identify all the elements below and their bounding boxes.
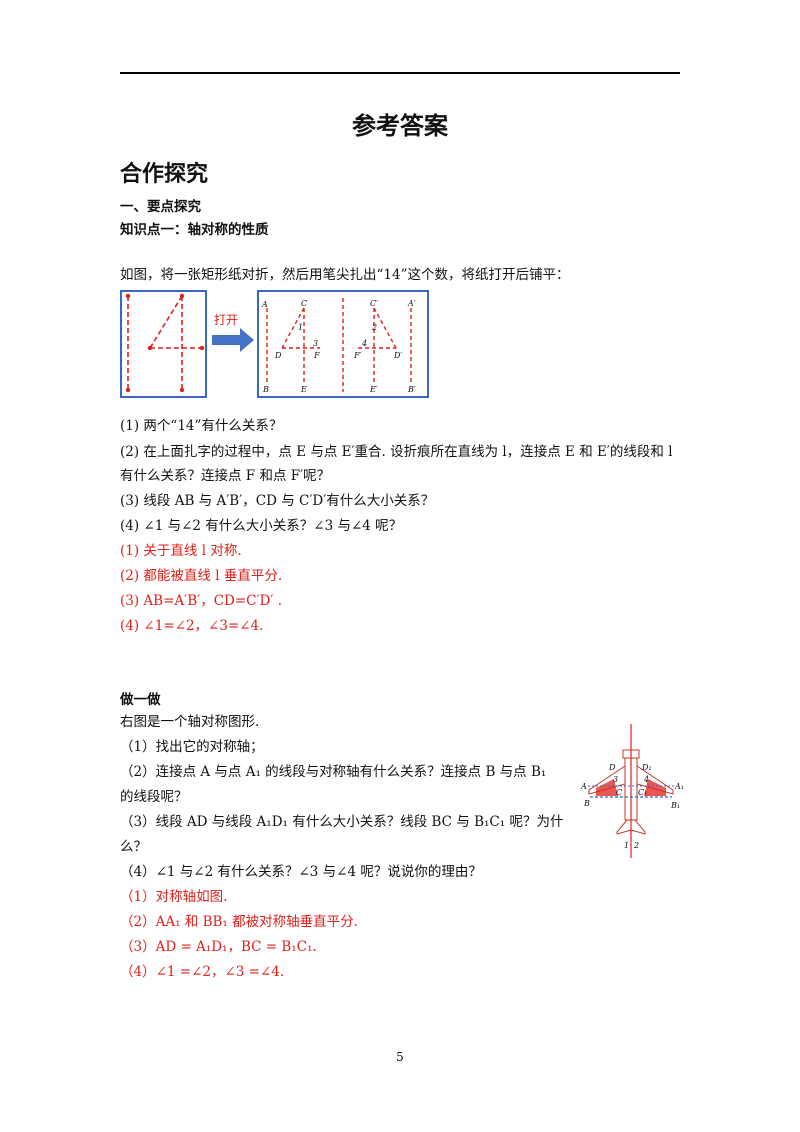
airplane-figure: D D₁ A A₁ B B₁ C C₁ 3 4 1 2: [580, 724, 684, 858]
plane-label-3: 3: [613, 775, 618, 784]
arrow-right-icon: [212, 328, 254, 352]
answer2-2: （2）AA₁ 和 BB₁ 都被对称轴垂直平分.: [120, 914, 358, 930]
plane-label-2: 2: [633, 841, 639, 850]
question-2: (2) 在上面扎字的过程中，点 E 与点 E′重合. 设折痕所在直线为 l，连接…: [120, 444, 673, 460]
plane-label-A: A: [580, 782, 587, 791]
label-C: C: [301, 299, 307, 308]
answer-2: (2) 都能被直线 l 垂直平分.: [120, 568, 283, 584]
label-B: B: [262, 385, 269, 394]
answer2-3: （3）AD = A₁D₁，BC = B₁C₁.: [120, 939, 317, 955]
question-4: (4) ∠1 与∠2 有什么大小关系？∠3 与∠4 呢？: [120, 518, 403, 534]
answer2-1: （1）对称轴如图.: [120, 889, 228, 905]
folded-paper-frame: [120, 290, 207, 398]
plane-label-A1: A₁: [674, 782, 684, 791]
label-D-prime: D′: [393, 351, 402, 360]
answer2-4: （4）∠1 =∠2，∠3 =∠4.: [120, 964, 285, 980]
label-E-prime: E′: [369, 385, 378, 394]
pin-points: [125, 293, 205, 393]
section-title: 合作探究: [120, 162, 209, 187]
question2-3-cont: 么？: [120, 839, 147, 855]
label-B-prime: B′: [407, 385, 416, 394]
unfolded-paper-frame: [257, 290, 429, 398]
question2-4: （4）∠1 与∠2 有什么关系？∠3 与∠4 呢？说说你的理由？: [120, 864, 482, 880]
knowledge-point-title: 知识点一：轴对称的性质: [120, 222, 269, 238]
plane-label-C: C: [616, 788, 622, 797]
folding-figure: 打开 A B C D E F A′ B′ C′ D′ E′ F′ 1 2 3 4: [120, 290, 429, 398]
label-angle-4: 4: [361, 339, 367, 348]
subsection-title: 一、要点探究: [120, 199, 201, 215]
question2-1: （1）找出它的对称轴；: [120, 739, 264, 755]
plane-label-B1: B₁: [670, 801, 680, 810]
label-angle-2: 2: [371, 323, 377, 332]
page-number: 5: [396, 1050, 404, 1064]
plane-label-B: B: [583, 799, 590, 808]
label-C-prime: C′: [370, 299, 378, 308]
label-A: A: [261, 300, 268, 309]
plane-label-1: 1: [624, 841, 629, 850]
answer-1: (1) 关于直线 l 对称.: [120, 543, 242, 559]
question-3: (3) 线段 AB 与 A′B′，CD 与 C′D′有什么大小关系？: [120, 493, 435, 509]
question-1: (1) 两个“14”有什么关系？: [120, 418, 283, 434]
page-title: 参考答案: [352, 112, 448, 140]
question2-intro: 右图是一个轴对称图形.: [120, 714, 260, 730]
plane-label-C1: C₁: [638, 788, 647, 797]
arrow-label: 打开: [214, 313, 238, 327]
plane-label-D: D: [608, 763, 616, 772]
label-F-prime: F′: [353, 351, 362, 360]
plane-label-D1: D₁: [641, 763, 652, 772]
question2-2: （2）连接点 A 与点 A₁ 的线段与对称轴有什么关系？连接点 B 与点 B₁: [120, 764, 547, 780]
label-D: D: [274, 351, 282, 360]
answer-4: (4) ∠1=∠2，∠3=∠4.: [120, 618, 264, 634]
label-F: F: [313, 351, 320, 360]
label-angle-1: 1: [298, 323, 303, 332]
question2-2-cont: 的线段呢？: [120, 789, 188, 805]
question2-3: （3）线段 AD 与线段 A₁D₁ 有什么大小关系？线段 BC 与 B₁C₁ 呢…: [120, 814, 564, 830]
folded-14-strokes: [127, 295, 202, 390]
answer-3: (3) AB=A′B′，CD=C′D′ .: [120, 593, 283, 609]
plane-label-4: 4: [643, 775, 649, 784]
header-rule: [120, 72, 680, 74]
label-A-prime: A′: [407, 299, 416, 308]
label-angle-3: 3: [313, 339, 318, 348]
label-E: E: [300, 385, 307, 394]
question-2-cont: 有什么关系？连接点 F 和点 F′呢？: [120, 468, 331, 484]
figure1-intro: 如图，将一张矩形纸对折，然后用笔尖扎出“14”这个数，将纸打开后铺平：: [120, 267, 570, 283]
unfolded-14-strokes: [266, 298, 412, 392]
subsection-title-2: 做一做: [120, 692, 161, 708]
